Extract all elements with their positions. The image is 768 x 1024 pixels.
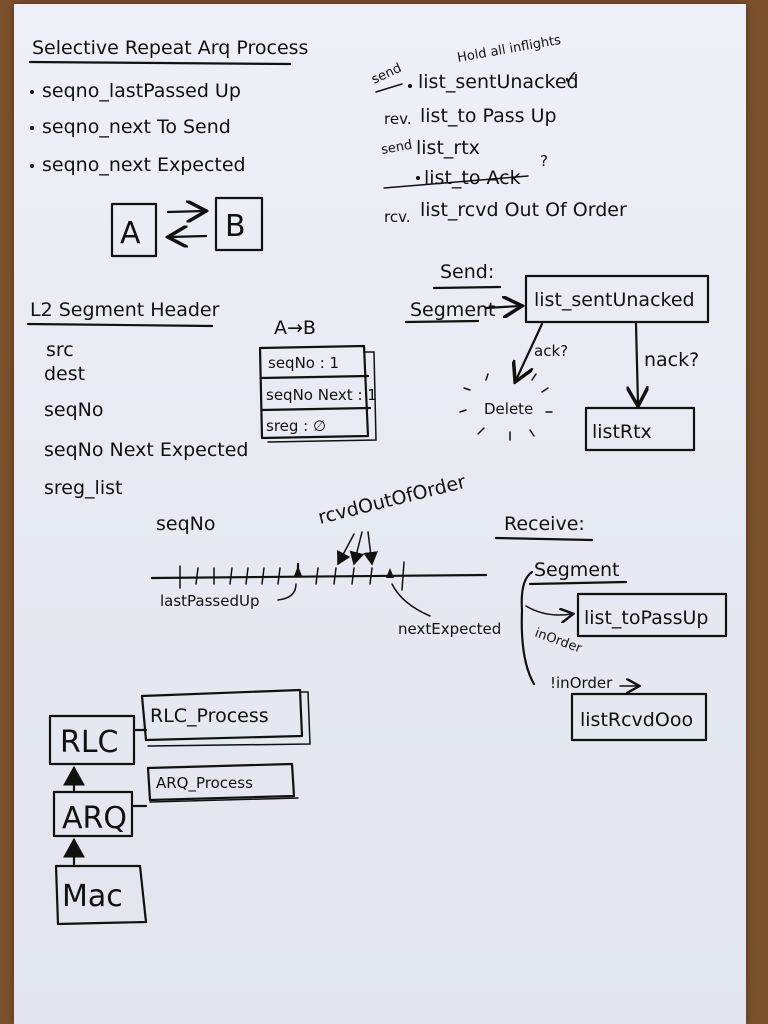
not-in-order-label: !inOrder xyxy=(550,674,613,692)
sent-unacked-box xyxy=(524,274,710,324)
list-item-sent-unacked: list_sentUnacked xyxy=(418,71,579,93)
header-field: dest xyxy=(44,363,85,385)
variable-list: seqno_lastPassed Up seqno_next To Send s… xyxy=(30,80,246,176)
sent-unacked-label: list_sentUnacked xyxy=(534,289,695,311)
mac-box xyxy=(54,864,148,926)
receive-bracket xyxy=(520,570,536,686)
rlc-process-box xyxy=(140,688,304,742)
list-item-rtx: list_rtx xyxy=(416,137,480,159)
rcvd-ooo-box xyxy=(570,692,708,742)
delete-label: Delete xyxy=(484,400,533,418)
rlc-label: RLC xyxy=(60,725,119,760)
last-passed-up-label: lastPassedUp xyxy=(160,592,260,610)
protocol-stack: RLC RLC_Process ARQ ARQ_Process Mac xyxy=(48,688,311,926)
strikethrough xyxy=(383,175,529,189)
list-prefix: send xyxy=(380,138,413,158)
rlc-process-label: RLC_Process xyxy=(150,705,269,727)
title-underline xyxy=(28,60,292,66)
timeline-axis xyxy=(150,573,488,580)
packet-row: seqNo : 1 xyxy=(268,354,339,372)
rcvd-ooo-label: listRcvdOoo xyxy=(580,709,693,731)
receive-flow: Receive: Segment inOrder list_toPassUp !… xyxy=(494,513,728,742)
paper-sheet xyxy=(14,4,746,1024)
packet-box xyxy=(258,344,370,440)
list-prefix: rcv. xyxy=(384,208,411,226)
question-mark: ? xyxy=(540,152,548,170)
to-pass-up-box xyxy=(576,592,728,638)
burst-lines xyxy=(459,373,553,441)
a-b-exchange: A B xyxy=(110,196,264,258)
mac-label: Mac xyxy=(62,879,123,914)
rtx-label: listRtx xyxy=(592,421,652,443)
to-pass-up-label: list_toPassUp xyxy=(584,607,709,629)
node-b-label: B xyxy=(225,209,246,244)
ooo-label: rcvdOutOfOrder xyxy=(316,471,468,529)
hold-note: Hold all inflights xyxy=(456,33,562,66)
var-item: seqno_next Expected xyxy=(42,154,246,176)
node-a xyxy=(110,202,158,258)
receive-title: Receive: xyxy=(504,513,585,535)
arrow-right xyxy=(166,211,204,212)
ack-label: ack? xyxy=(534,342,568,360)
rlc-box xyxy=(48,714,136,766)
send-flow: Send: Segment list_sentUnacked ack? nack… xyxy=(404,261,710,452)
list-prefix: send xyxy=(369,61,404,88)
header-field: sreg_list xyxy=(44,477,122,499)
packet-row: seqNo Next : 1 xyxy=(266,386,377,404)
send-title: Send: xyxy=(440,261,494,283)
header-field: src xyxy=(46,339,74,361)
nack-label: nack? xyxy=(644,349,699,371)
packet-block: A→B seqNo : 1 seqNo Next : 1 sreg : ∅ xyxy=(258,317,377,443)
list-item-to-pass-up: list_to Pass Up xyxy=(420,105,557,127)
check-mark: ✓ xyxy=(563,67,579,89)
list-prefix: rev. xyxy=(384,110,412,128)
send-segment: Segment xyxy=(410,299,496,321)
header-field: seqNo xyxy=(44,399,104,421)
rtx-box xyxy=(584,406,696,452)
header-field: seqNo Next Expected xyxy=(44,439,248,461)
arq-box xyxy=(52,790,134,838)
packet-row: sreg : ∅ xyxy=(266,417,326,435)
arq-process-label: ARQ_Process xyxy=(156,774,253,793)
seq-number-line: seqNo rcvdOutOfOrder lastPassedUp nextEx… xyxy=(150,471,501,638)
packet-label: A→B xyxy=(274,317,316,339)
lists-block: Hold all inflights send list_sentUnacked… xyxy=(369,33,627,226)
arrow-left xyxy=(170,236,208,237)
node-a-label: A xyxy=(120,216,141,251)
timeline-ticks xyxy=(179,561,405,591)
receive-segment: Segment xyxy=(534,559,620,581)
next-expected-label: nextExpected xyxy=(398,620,501,638)
list-item-rcvd-ooo: list_rcvd Out Of Order xyxy=(420,199,627,221)
in-order-label: inOrder xyxy=(533,626,585,657)
header-title: L2 Segment Header xyxy=(30,299,220,321)
arq-process-box xyxy=(146,762,296,802)
node-b xyxy=(214,196,264,252)
segment-header-block: L2 Segment Header src dest seqNo seqNo N… xyxy=(26,299,248,499)
list-item-to-ack: list_to Ack xyxy=(424,167,521,189)
var-item: seqno_lastPassed Up xyxy=(42,80,241,102)
var-item: seqno_next To Send xyxy=(42,116,231,138)
arq-label: ARQ xyxy=(62,801,127,836)
seqno-label: seqNo xyxy=(156,513,216,535)
diagram-title: Selective Repeat Arq Process xyxy=(32,37,308,59)
